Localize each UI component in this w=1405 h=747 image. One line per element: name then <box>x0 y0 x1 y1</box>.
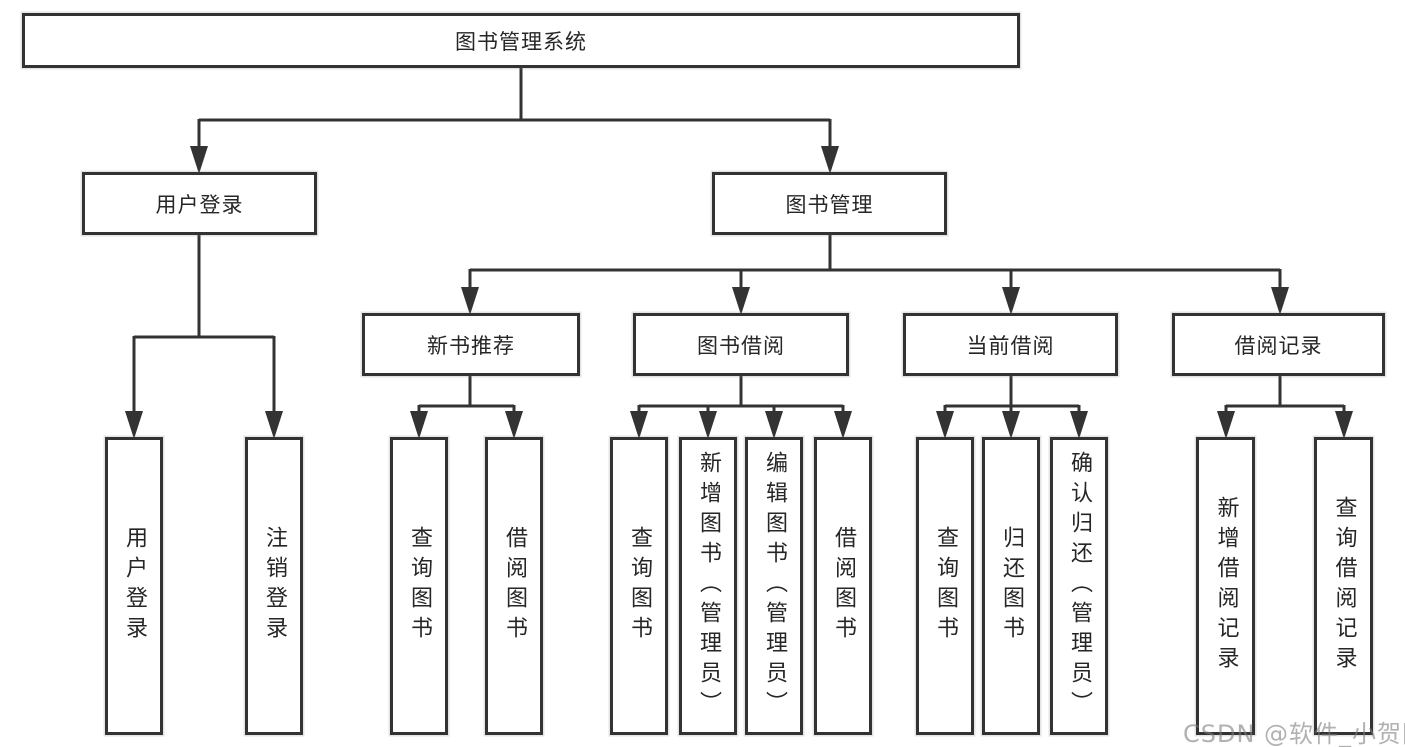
node-user-login-leaf: 用户登录 <box>105 437 163 735</box>
node-label: 归还图书 <box>999 526 1024 646</box>
node-book-management: 图书管理 <box>712 172 947 235</box>
node-label: 查询借阅记录 <box>1331 496 1357 676</box>
node-new-book-recommendation: 新书推荐 <box>362 313 580 376</box>
node-borrow-books-recommend: 借阅图书 <box>485 437 543 735</box>
connector-line <box>943 375 1081 413</box>
node-search-books-recommend: 查询图书 <box>390 437 448 735</box>
node-borrowing-records: 借阅记录 <box>1172 313 1385 376</box>
node-label: 查询图书 <box>407 526 432 646</box>
node-search-books-borrow: 查询图书 <box>610 437 668 735</box>
node-label: 用户登录 <box>122 526 147 646</box>
node-label: 查询图书 <box>933 526 958 646</box>
node-search-borrow-record: 查询借阅记录 <box>1314 437 1373 735</box>
node-label: 新增图书（管理员） <box>696 451 721 721</box>
connector-line <box>197 67 832 148</box>
connector-line <box>637 375 845 413</box>
node-label: 确认归还（管理员） <box>1067 451 1092 721</box>
node-borrow-books: 借阅图书 <box>814 437 872 735</box>
node-edit-books-admin: 编辑图书（管理员） <box>745 437 803 735</box>
node-user-login: 用户登录 <box>82 172 317 235</box>
node-label: 注销登录 <box>262 526 287 646</box>
node-label: 编辑图书（管理员） <box>762 451 787 721</box>
connector-line <box>468 234 1282 289</box>
node-add-books-admin: 新增图书（管理员） <box>679 437 737 735</box>
node-confirm-return-admin: 确认归还（管理员） <box>1050 437 1108 735</box>
node-label: 借阅图书 <box>831 526 856 646</box>
node-label: 查询图书 <box>627 526 652 646</box>
node-logout-login: 注销登录 <box>245 437 303 735</box>
node-label: 新增借阅记录 <box>1213 496 1239 676</box>
node-add-borrow-record: 新增借阅记录 <box>1196 437 1255 735</box>
connector-line <box>132 234 276 413</box>
node-search-books-current: 查询图书 <box>916 437 974 735</box>
node-library-system: 图书管理系统 <box>22 13 1020 68</box>
node-current-borrowing: 当前借阅 <box>903 313 1118 376</box>
node-book-borrowing: 图书借阅 <box>633 313 849 376</box>
node-label: 借阅图书 <box>502 526 527 646</box>
node-return-books: 归还图书 <box>982 437 1040 735</box>
connector-line <box>417 375 516 413</box>
csdn-watermark: CSDN @软件_小贺同学 <box>1183 720 1405 747</box>
connector-line <box>1224 375 1346 413</box>
